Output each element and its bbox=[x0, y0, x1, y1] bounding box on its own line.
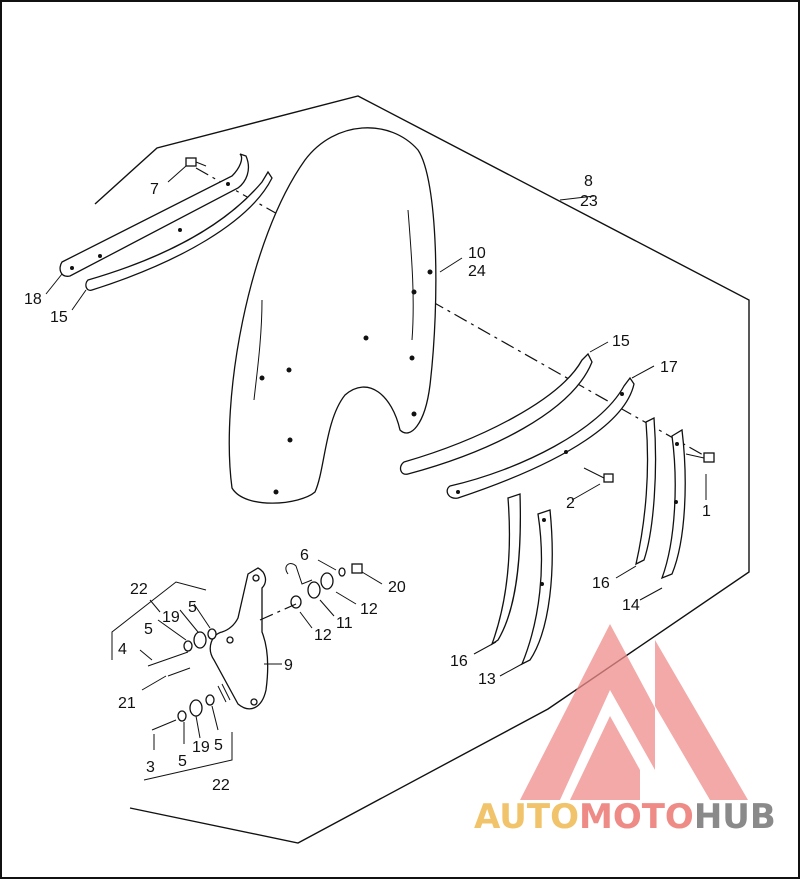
leader-lines bbox=[45, 165, 707, 750]
callout-12b: 12 bbox=[314, 627, 332, 644]
callout-1: 1 bbox=[702, 503, 711, 520]
kit-outline bbox=[94, 95, 750, 844]
callout-16a: 16 bbox=[592, 575, 610, 592]
callout-7: 7 bbox=[150, 181, 159, 198]
callout-15a: 15 bbox=[50, 309, 68, 326]
vertical-strip-16-right bbox=[635, 416, 657, 566]
callout-20: 20 bbox=[388, 579, 406, 596]
callout-10: 10 bbox=[468, 245, 486, 262]
callout-19b: 19 bbox=[192, 739, 210, 756]
bolt-7 bbox=[185, 157, 207, 167]
callout-5c: 5 bbox=[178, 753, 187, 770]
bolt-1 bbox=[685, 452, 715, 463]
spring-6 bbox=[285, 563, 313, 585]
bracket-strip-14 bbox=[660, 428, 686, 580]
callout-5b: 5 bbox=[188, 599, 197, 616]
vertical-strip-16-middle bbox=[490, 493, 521, 646]
right-trim-strip-17 bbox=[446, 376, 635, 499]
automotohub-watermark: AUTOMOTOHUB bbox=[474, 624, 776, 837]
hardware-stack-upper bbox=[259, 563, 363, 621]
callout-5d: 5 bbox=[214, 737, 223, 754]
callout-19a: 19 bbox=[162, 609, 180, 626]
callout-18: 18 bbox=[24, 291, 42, 308]
watermark-moto: MOTO bbox=[579, 797, 694, 837]
callout-23: 23 bbox=[580, 193, 598, 210]
mount-bracket-9 bbox=[209, 567, 269, 710]
callout-3: 3 bbox=[146, 759, 155, 776]
callout-5a: 5 bbox=[144, 621, 153, 638]
callout-17: 17 bbox=[660, 359, 678, 376]
callout-22a: 22 bbox=[130, 581, 148, 598]
callout-15b: 15 bbox=[612, 333, 630, 350]
windshield-part bbox=[228, 127, 437, 504]
callout-2: 2 bbox=[566, 495, 575, 512]
callout-4: 4 bbox=[118, 641, 127, 658]
hardware-stack-left-upper bbox=[147, 628, 217, 677]
bracket-strip-13 bbox=[520, 509, 553, 666]
callout-14: 14 bbox=[622, 597, 640, 614]
callout-9: 9 bbox=[284, 657, 293, 674]
watermark-text: AUTOMOTOHUB bbox=[474, 797, 776, 837]
group-bracket-22-upper bbox=[111, 581, 207, 660]
left-rubber-strip-15 bbox=[85, 170, 273, 291]
right-rubber-strip-15 bbox=[399, 352, 593, 475]
callout-12a: 12 bbox=[360, 601, 378, 618]
callout-6: 6 bbox=[300, 547, 309, 564]
mounting-centerline bbox=[195, 167, 713, 461]
callout-22b: 22 bbox=[212, 777, 230, 794]
watermark-logo-mark bbox=[520, 624, 748, 800]
bolt-2 bbox=[583, 467, 614, 483]
callout-11: 11 bbox=[336, 615, 353, 632]
callout-24: 24 bbox=[468, 263, 486, 280]
callout-8: 8 bbox=[584, 173, 593, 190]
callout-13: 13 bbox=[478, 671, 496, 688]
watermark-hub: HUB bbox=[694, 797, 776, 837]
group-bracket-22-lower bbox=[143, 732, 233, 781]
callout-21: 21 bbox=[118, 695, 136, 712]
left-trim-strip-18 bbox=[59, 153, 250, 277]
callout-16b: 16 bbox=[450, 653, 468, 670]
watermark-auto: AUTO bbox=[474, 797, 579, 837]
